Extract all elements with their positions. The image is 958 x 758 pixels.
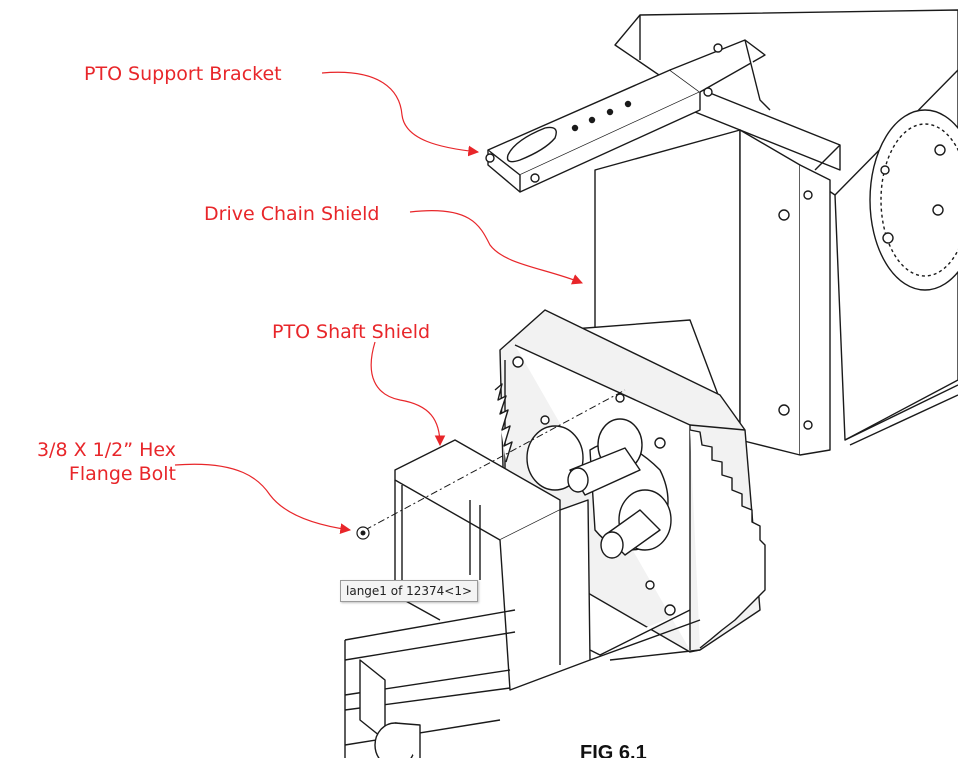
figure-caption: FIG 6.1	[580, 742, 647, 758]
shaft-centerline	[364, 389, 626, 531]
callout-pto-shaft-shield: PTO Shaft Shield	[272, 321, 431, 343]
cad-tooltip: lange1 of 12374<1>	[340, 580, 479, 602]
callout-hex-bolt-line1: 3/8 X 1/2” Hex	[36, 439, 176, 461]
line-art	[344, 9, 958, 758]
callout-hex-flange-bolt: 3/8 X 1/2” Hex Flange Bolt	[30, 438, 176, 486]
callout-hex-bolt-line2: Flange Bolt	[68, 463, 176, 485]
callout-leaders	[174, 71, 584, 534]
callout-pto-support-bracket: PTO Support Bracket	[84, 63, 282, 85]
callout-drive-chain-shield: Drive Chain Shield	[204, 203, 380, 225]
hex-flange-bolt	[356, 526, 370, 540]
